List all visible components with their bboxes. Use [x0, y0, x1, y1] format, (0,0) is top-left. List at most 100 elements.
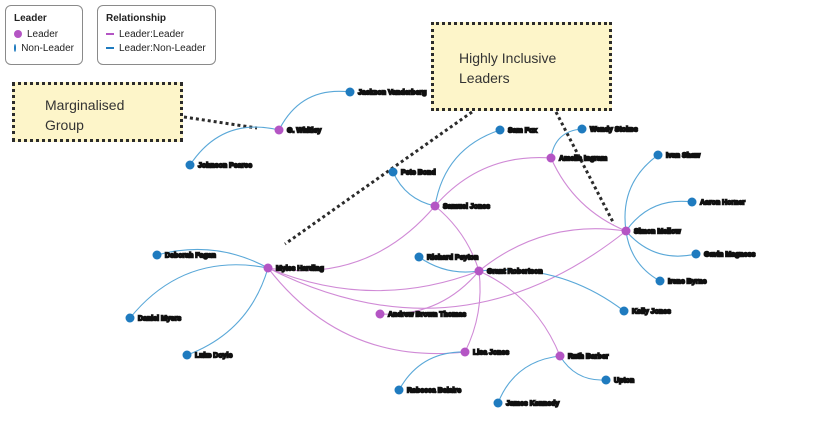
non-leader-node-dot[interactable]: [691, 249, 701, 259]
leader-node-dot[interactable]: [375, 309, 385, 319]
legend-item-label: Leader:Leader: [119, 28, 185, 40]
callout-pointers: [183, 110, 616, 246]
node-label: Myles Harding: [276, 266, 324, 273]
legend-item-non-leader: Non-Leader: [14, 41, 74, 55]
node-f[interactable]: Lisa Jones: [460, 347, 510, 357]
node-label: Johnson Pearce: [198, 163, 252, 170]
non-leader-node-dot[interactable]: [125, 313, 135, 323]
node-label: Luke Doyle: [195, 353, 232, 360]
node-g2[interactable]: Upton: [601, 375, 635, 385]
leader-node-dot[interactable]: [274, 125, 284, 135]
non-leader-node-dot[interactable]: [493, 398, 503, 408]
node-c[interactable]: Samuel Jones: [430, 201, 491, 211]
edge-D-I: [478, 228, 627, 272]
non-leader-node-dot[interactable]: [345, 87, 355, 97]
node-label: James Kennedy: [506, 401, 559, 408]
edge-D-E: [379, 270, 480, 315]
node-i[interactable]: Simon Mellow: [621, 226, 682, 236]
node-a1[interactable]: Jackson Vanderberg: [345, 87, 427, 97]
legend-item-leader: Leader: [14, 27, 74, 41]
node-i2[interactable]: Aaron Horner: [687, 197, 746, 207]
node-label: Sam Fox: [508, 128, 537, 135]
node-label: Lisa Jones: [473, 350, 509, 357]
node-d2[interactable]: Kelly Jones: [619, 306, 672, 316]
edge-I-I3: [625, 230, 697, 257]
leader-node-dot[interactable]: [474, 266, 484, 276]
node-d1[interactable]: Richard Peyton: [414, 252, 479, 262]
node-b[interactable]: Myles Harding: [263, 263, 325, 273]
node-e[interactable]: Andrew Brown Thomas: [375, 309, 467, 319]
edge-I-I1: [624, 154, 659, 232]
node-label: Amelia Ingram: [559, 156, 607, 163]
node-label: Ruth Barber: [568, 354, 609, 361]
node-i3[interactable]: Gavin Magness: [691, 249, 756, 259]
node-label: Daniel Myers: [138, 316, 181, 323]
node-label: Pete Bond: [401, 170, 436, 177]
non-leader-node-dot[interactable]: [185, 160, 195, 170]
node-b3[interactable]: Luke Doyle: [182, 350, 233, 360]
non-leader-node-dot[interactable]: [414, 252, 424, 262]
node-i4[interactable]: Irene Byrne: [655, 276, 707, 286]
non-leader-node-dot[interactable]: [388, 167, 398, 177]
node-label: Aaron Horner: [700, 200, 745, 207]
edge-D-D1: [418, 256, 480, 273]
legend-item-label: Leader: [27, 28, 59, 40]
node-label: Wendy Stokes: [590, 127, 638, 134]
node-label: Samuel Jones: [443, 204, 490, 211]
non-leader-node-dot[interactable]: [687, 197, 697, 207]
node-label: G. Whitley: [287, 128, 321, 135]
non-leader-node-dot[interactable]: [601, 375, 611, 385]
node-i1[interactable]: Ivan Shaw: [653, 150, 702, 160]
leader-node-dot[interactable]: [430, 201, 440, 211]
node-label: Deborah Fagan: [165, 253, 216, 260]
callout-marginalised-group: Marginalised Group: [12, 82, 183, 142]
non-leader-node-dot[interactable]: [619, 306, 629, 316]
non-leader-node-dot[interactable]: [152, 250, 162, 260]
edge-B-B1: [156, 248, 269, 269]
node-c1[interactable]: Pete Bond: [388, 167, 436, 177]
legend-relationship-title: Relationship: [106, 13, 167, 24]
node-d[interactable]: Grant Robertson: [474, 266, 543, 276]
node-label: Richard Peyton: [427, 255, 478, 262]
edge-D-G: [478, 270, 561, 357]
node-h[interactable]: Amelia Ingram: [546, 153, 608, 163]
non-leader-node-dot[interactable]: [577, 124, 587, 134]
edge-B-I: [267, 230, 627, 309]
callout-marginalised-text: Marginalised Group: [45, 97, 125, 133]
callout-highly-inclusive-leaders: Highly Inclusive Leaders: [431, 22, 612, 111]
edge-C-D: [434, 205, 480, 272]
leader-non-leader-line-icon: [106, 47, 114, 49]
node-label: Andrew Brown Thomas: [388, 312, 466, 319]
node-g1[interactable]: James Kennedy: [493, 398, 560, 408]
node-b2[interactable]: Daniel Myers: [125, 313, 182, 323]
node-c2[interactable]: Sam Fox: [495, 125, 538, 135]
node-g[interactable]: Ruth Barber: [555, 351, 610, 361]
callout-inclusive-text: Highly Inclusive Leaders: [459, 50, 557, 86]
non-leader-node-dot[interactable]: [394, 385, 404, 395]
non-leader-node-dot[interactable]: [655, 276, 665, 286]
edge-B-C: [267, 205, 436, 272]
edge-D-D2: [478, 269, 625, 312]
node-f1[interactable]: Rebecca Belaire: [394, 385, 462, 395]
node-label: Rebecca Belaire: [407, 388, 461, 395]
edge-F-F1: [398, 351, 466, 391]
non-leader-node-dot[interactable]: [495, 125, 505, 135]
edge-B-B2: [129, 264, 269, 319]
leader-node-dot[interactable]: [546, 153, 556, 163]
node-a2[interactable]: Johnson Pearce: [185, 160, 253, 170]
non-leader-node-dot[interactable]: [653, 150, 663, 160]
node-h1[interactable]: Wendy Stokes: [577, 124, 639, 134]
edge-C-C1: [392, 171, 436, 207]
pointer-inclusive-1: [284, 110, 473, 246]
non-leader-node-dot[interactable]: [182, 350, 192, 360]
leader-node-dot[interactable]: [263, 263, 273, 273]
leader-node-dot[interactable]: [621, 226, 631, 236]
leader-node-dot[interactable]: [555, 351, 565, 361]
leader-node-dot[interactable]: [460, 347, 470, 357]
node-a[interactable]: G. Whitley: [274, 125, 322, 135]
edge-B-B3: [186, 267, 269, 356]
node-b1[interactable]: Deborah Fagan: [152, 250, 217, 260]
edge-I-I4: [625, 230, 661, 282]
edge-H-H1: [550, 128, 583, 159]
edge-I-I2: [625, 200, 693, 232]
